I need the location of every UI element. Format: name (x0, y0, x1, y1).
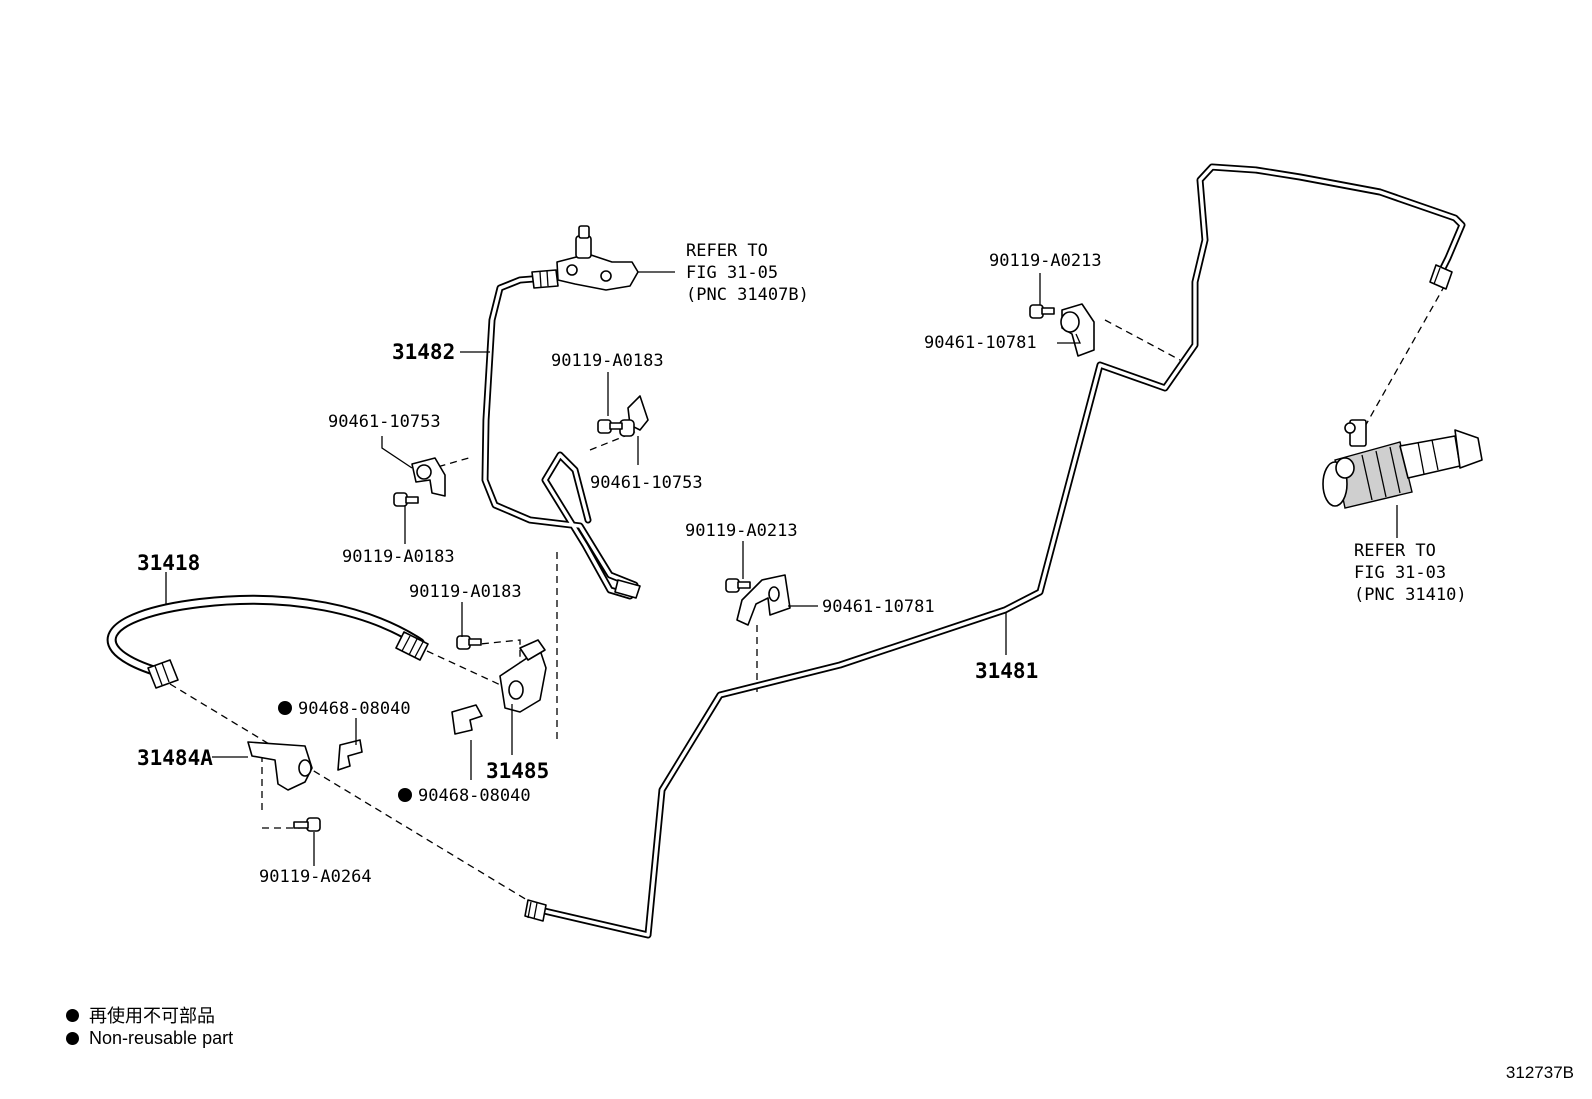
clutch-tube-31482 (481, 269, 641, 600)
non-reusable-marker-top (278, 701, 292, 715)
hose-fitting-right (395, 631, 429, 661)
label-bolt-a0183-top: 90119-A0183 (551, 351, 664, 371)
non-reusable-marker-bottom (398, 788, 412, 802)
ref-upper-line-3: (PNC 31407B) (686, 285, 809, 305)
clamp-90461-10753-right (619, 395, 649, 437)
tube-end-flare (614, 579, 641, 599)
clutch-tube-31481 (524, 163, 1466, 939)
bracket-31485 (499, 639, 547, 713)
legend-label-japanese: 再使用不可部品 (89, 1006, 215, 1026)
bolt-90119-a0264 (293, 817, 321, 832)
label-31485: 31485 (486, 759, 549, 783)
bolt-90119-a0213-top (1029, 304, 1055, 319)
label-clip-08040-bottom: 90468-08040 (418, 786, 531, 806)
ref-right-line-1: REFER TO (1354, 541, 1436, 561)
label-clamp-10781-mid: 90461-10781 (822, 597, 935, 617)
label-bolt-a0213-top: 90119-A0213 (989, 251, 1102, 271)
legend-label-english: Non-reusable part (89, 1028, 234, 1048)
hose-fitting-left (147, 659, 179, 689)
ref-right-line-2: FIG 31-03 (1354, 563, 1446, 583)
label-bolt-a0183-mid: 90119-A0183 (409, 582, 522, 602)
tube-nut-bottom (524, 899, 547, 922)
label-31484a: 31484A (137, 746, 213, 770)
clamp-90461-10781-top (1060, 303, 1095, 357)
label-bolt-a0213-mid: 90119-A0213 (685, 521, 798, 541)
ref-right-line-3: (PNC 31410) (1354, 585, 1467, 605)
label-31481: 31481 (975, 659, 1038, 683)
clutch-release-cylinder (1322, 419, 1483, 509)
bullet-icon (66, 1032, 79, 1045)
label-clamp-10753-left: 90461-10753 (328, 412, 441, 432)
figure-id: 312737B (1505, 1063, 1574, 1082)
part-labels: 31482 31418 31484A 31485 31481 90119-A01… (137, 241, 1467, 887)
label-31418: 31418 (137, 551, 200, 575)
legend-item-japanese: 再使用不可部品 (66, 1002, 215, 1028)
bolt-90119-a0183-top (597, 419, 623, 434)
dashed-alignment-lines (169, 284, 1446, 904)
clamp-90461-10753-left (411, 457, 446, 497)
tube-nut-top (1429, 264, 1453, 290)
bolt-90119-a0183-left (393, 492, 419, 507)
bracket-31484a (247, 741, 313, 791)
clutch-hose-31418 (106, 594, 429, 689)
leader-lines (165, 271, 1398, 866)
clamp-90461-10781-mid (736, 574, 791, 626)
clip-90468-top (337, 739, 363, 771)
label-31482: 31482 (392, 340, 455, 364)
ref-upper-line-2: FIG 31-05 (686, 263, 778, 283)
label-bolt-a0183-left: 90119-A0183 (342, 547, 455, 567)
label-bolt-a0264: 90119-A0264 (259, 867, 372, 887)
bolt-90119-a0213-mid (725, 578, 751, 593)
label-clip-08040-top: 90468-08040 (298, 699, 411, 719)
label-clamp-10781-top: 90461-10781 (924, 333, 1037, 353)
bullet-icon (66, 1008, 79, 1022)
clip-90468-bottom (451, 704, 483, 735)
label-clamp-10753-right: 90461-10753 (590, 473, 703, 493)
clutch-valve-upper (556, 225, 639, 291)
legend-item-english: Non-reusable part (66, 1028, 233, 1049)
bolt-90119-a0183-mid (456, 635, 482, 650)
ref-upper-line-1: REFER TO (686, 241, 768, 261)
tube-nut-upper (531, 269, 559, 289)
